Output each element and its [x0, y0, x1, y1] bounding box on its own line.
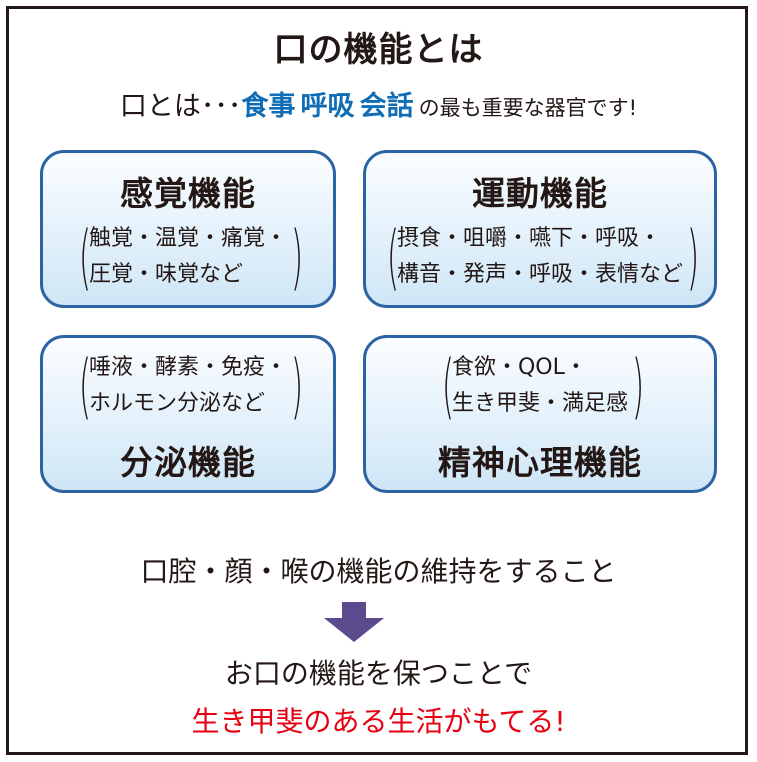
- card-detail: ( 唾液・酵素・免疫・ ホルモン分泌など ): [43, 350, 333, 422]
- close-paren: ): [686, 216, 700, 298]
- detail-line: 生き甲斐・満足感: [451, 391, 628, 416]
- keyword-breathing: 呼吸: [300, 91, 355, 122]
- subtitle-prefix: 口とは･･･: [119, 91, 242, 122]
- detail-line: ホルモン分泌など: [88, 391, 265, 416]
- card-title: 感覚機能: [120, 174, 256, 213]
- open-paren: (: [78, 345, 92, 427]
- subtitle-suffix: の最も重要な器官です!: [418, 96, 638, 120]
- maintenance-statement: 口腔・顔・喉の機能の維持をすること: [140, 555, 617, 588]
- down-arrow-icon: [324, 602, 384, 642]
- detail-line: 構音・発声・呼吸・表情など: [396, 262, 683, 287]
- open-paren: (: [386, 216, 400, 298]
- detail-line: 圧覚・味覚など: [88, 262, 243, 287]
- card-sensory-function: 感覚機能 ( 触覚・温覚・痛覚・ 圧覚・味覚など ): [40, 150, 336, 308]
- fulfilling-life-statement: 生き甲斐のある生活がもてる!: [191, 705, 566, 738]
- card-secretory-function: ( 唾液・酵素・免疫・ ホルモン分泌など ) 分泌機能: [40, 335, 336, 493]
- keep-function-statement: お口の機能を保つことで: [224, 657, 533, 690]
- detail-line: 摂食・咀嚼・嚥下・呼吸・: [396, 226, 661, 251]
- card-psychological-function: ( 食欲・QOL・ 生き甲斐・満足感 ) 精神心理機能: [363, 335, 717, 493]
- detail-line: 唾液・酵素・免疫・: [88, 355, 287, 380]
- card-motor-function: 運動機能 ( 摂食・咀嚼・嚥下・呼吸・ 構音・発声・呼吸・表情など ): [363, 150, 717, 308]
- open-paren: (: [441, 345, 455, 427]
- close-paren: ): [631, 345, 645, 427]
- card-title: 分泌機能: [120, 443, 256, 482]
- card-title: 運動機能: [472, 174, 608, 213]
- card-detail: ( 食欲・QOL・ 生き甲斐・満足感 ): [366, 350, 714, 422]
- close-paren: ): [290, 345, 304, 427]
- card-title: 精神心理機能: [438, 443, 642, 482]
- keyword-conversation: 会話: [359, 91, 414, 122]
- open-paren: (: [78, 216, 92, 298]
- card-detail: ( 摂食・咀嚼・嚥下・呼吸・ 構音・発声・呼吸・表情など ): [366, 221, 714, 293]
- close-paren: ): [290, 216, 304, 298]
- subtitle: 口とは･･･食事 呼吸 会話 の最も重要な器官です!: [0, 84, 757, 123]
- diagram-title: 口の機能とは: [273, 30, 484, 70]
- keyword-eating: 食事: [241, 91, 296, 122]
- detail-line: 触覚・温覚・痛覚・: [88, 226, 287, 251]
- card-detail: ( 触覚・温覚・痛覚・ 圧覚・味覚など ): [43, 221, 333, 293]
- detail-line: 食欲・QOL・: [451, 355, 587, 380]
